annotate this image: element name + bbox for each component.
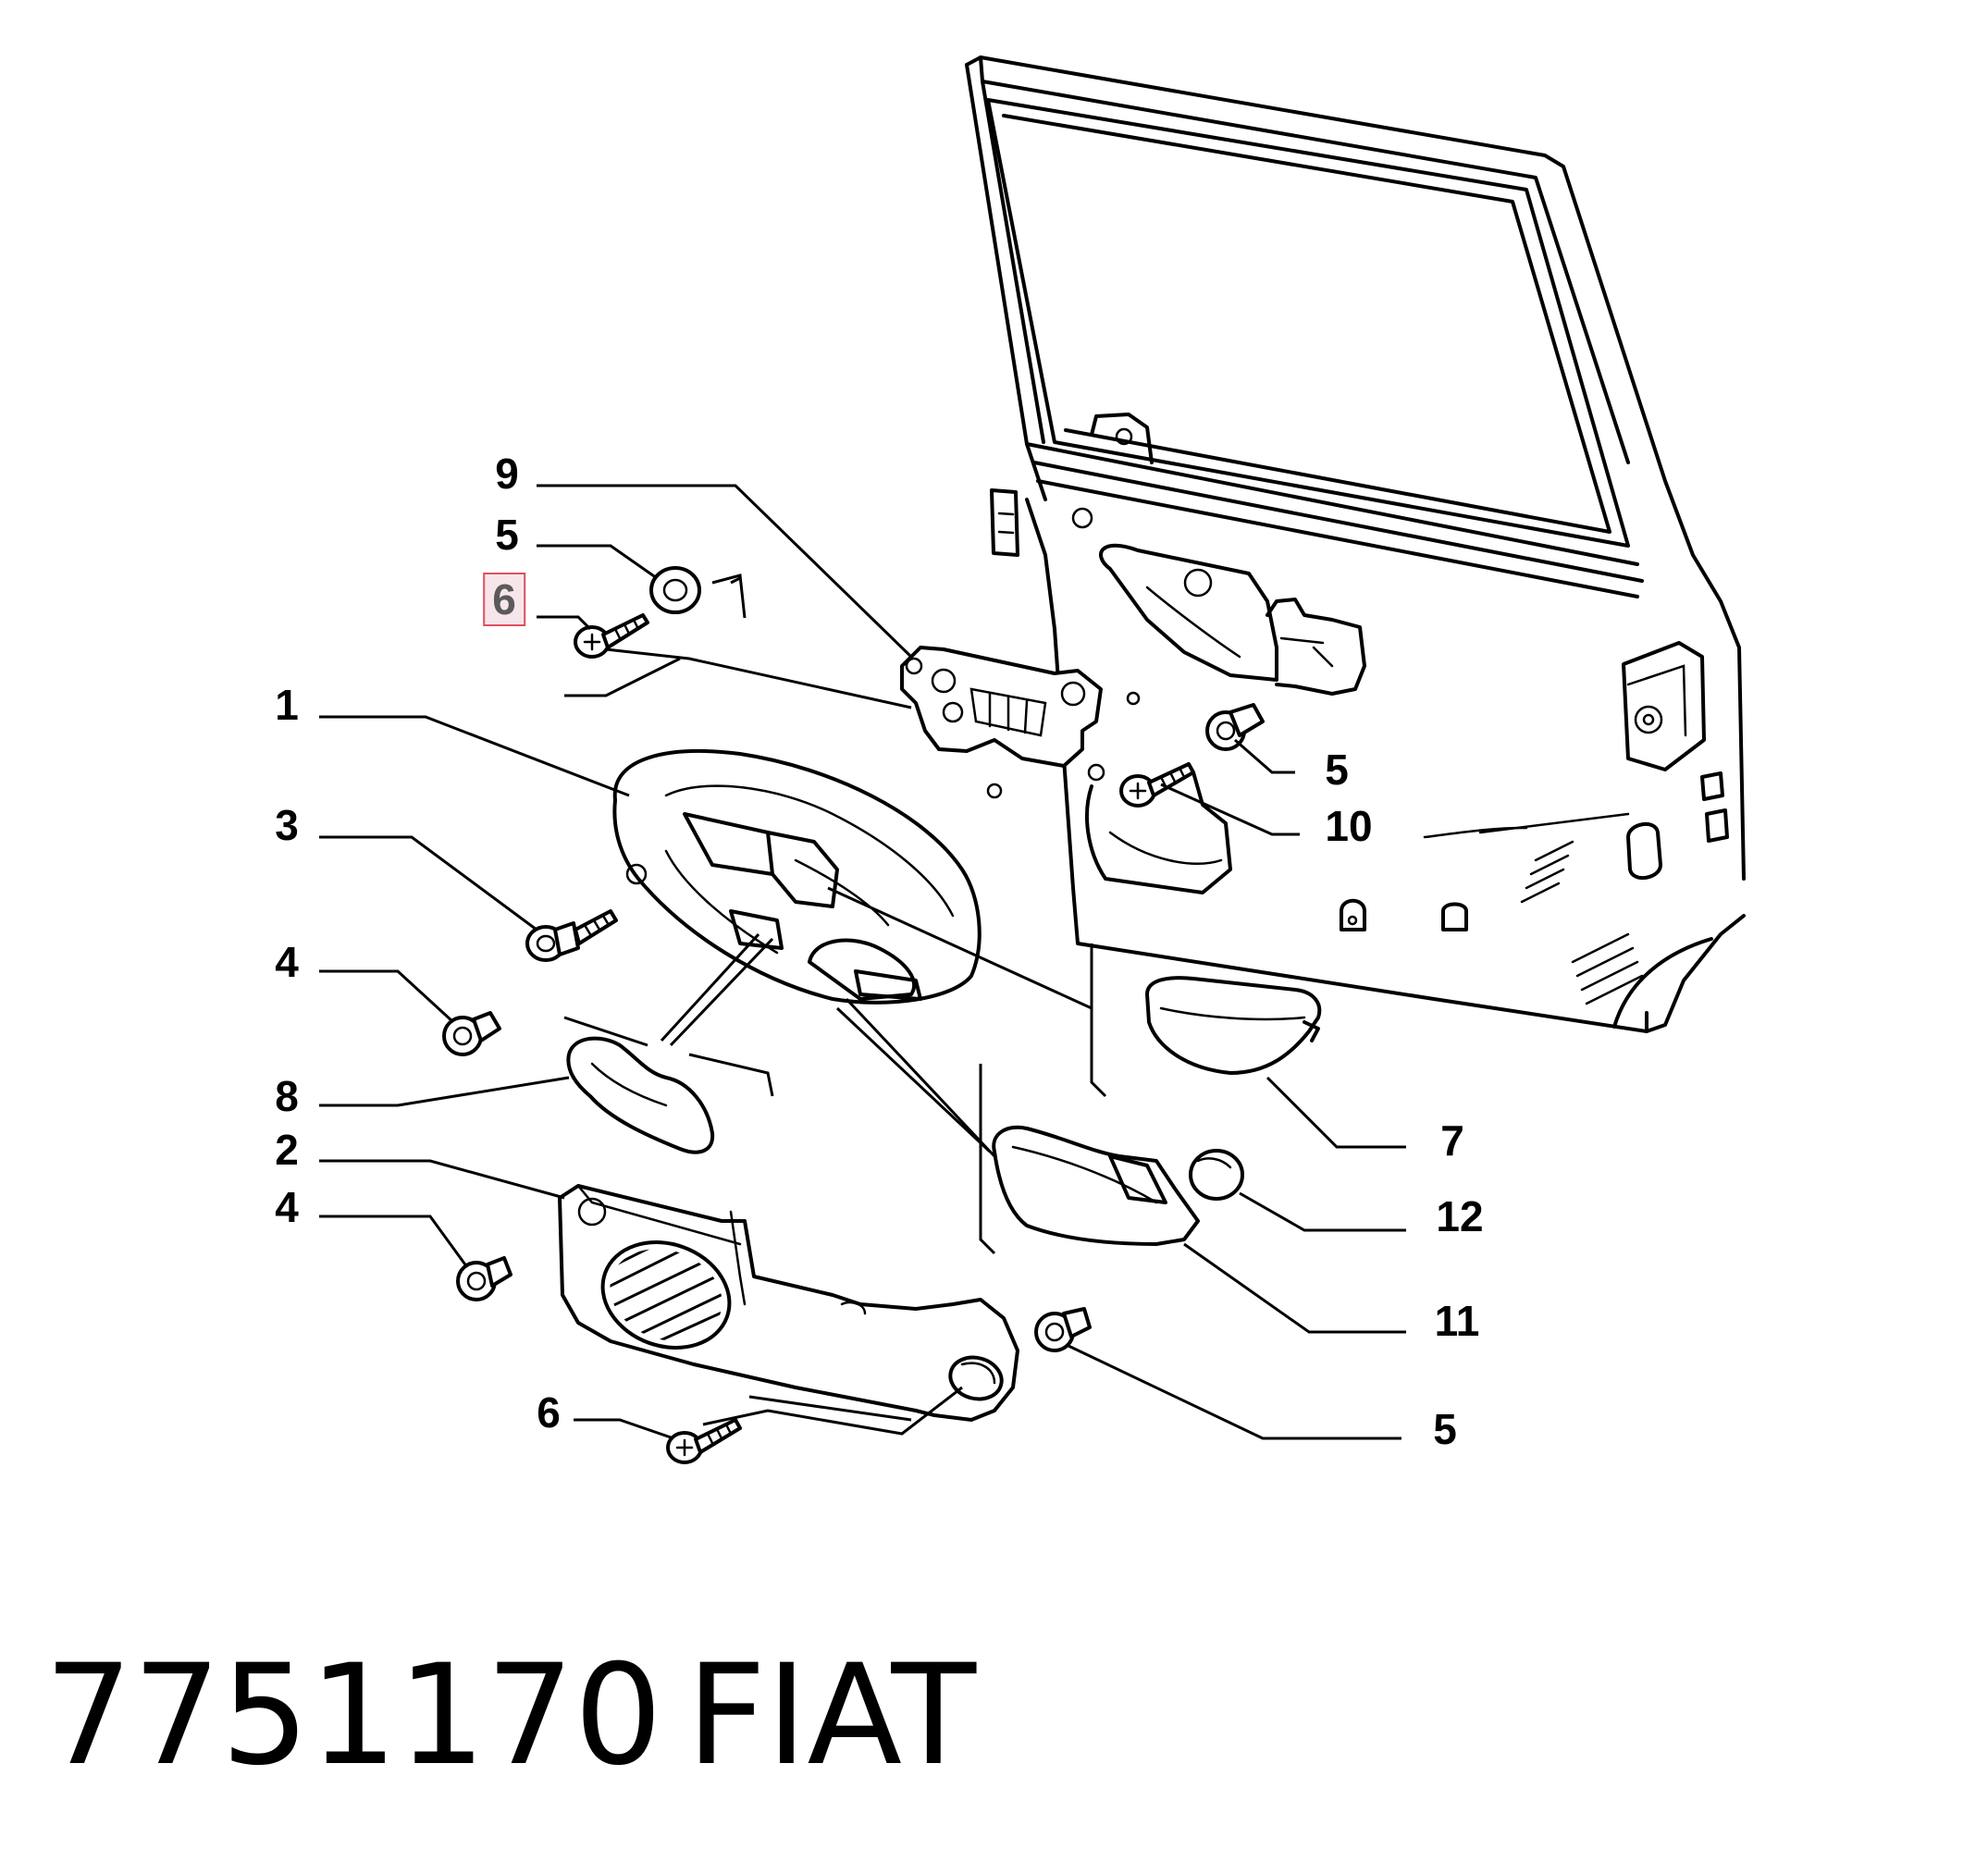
part-number: 7751170 (44, 1635, 663, 1796)
clip-part-5-mid (1205, 703, 1265, 751)
brand-name: FIAT (686, 1635, 977, 1796)
callout-2: 2 (275, 1126, 299, 1174)
washer-part-5-top (649, 566, 701, 614)
clip-part-4-lower (456, 1256, 512, 1301)
callout-5-top: 5 (495, 511, 519, 559)
screw-part-6-bottom (666, 1418, 742, 1464)
leader-lines (319, 484, 1406, 1440)
clip-part-4-upper (442, 1011, 501, 1056)
speaker-panel-part-2 (558, 1184, 1019, 1422)
callout-1: 1 (275, 681, 299, 729)
plug-part-12 (1189, 1149, 1244, 1201)
armrest-base-part-1 (612, 749, 982, 1005)
callout-7: 7 (1440, 1116, 1464, 1165)
screw-part-6-top (574, 613, 649, 659)
callout-11: 11 (1434, 1297, 1480, 1345)
pull-handle-part-7 (1145, 976, 1322, 1075)
screw-part-3 (525, 909, 618, 962)
callout-5-mid: 5 (1325, 746, 1349, 794)
callout-4-lower: 4 (275, 1183, 299, 1231)
bracket-part-9 (900, 646, 1103, 768)
callout-6-highlighted: 6 (483, 573, 525, 626)
callout-8: 8 (275, 1072, 299, 1120)
callout-10: 10 (1325, 802, 1373, 850)
screw-part-10 (1119, 762, 1195, 808)
callout-9: 9 (495, 450, 519, 498)
handle-insert-part-8 (566, 1036, 715, 1154)
callout-6-bottom: 6 (537, 1388, 561, 1437)
callout-12: 12 (1436, 1192, 1484, 1240)
callout-3: 3 (275, 801, 299, 849)
handle-bezel-part-11 (992, 1125, 1200, 1246)
door-shell (965, 55, 1746, 1033)
callout-4-upper: 4 (275, 938, 299, 986)
clip-part-5-bottom (1034, 1307, 1092, 1352)
callout-5-bottom: 5 (1433, 1405, 1457, 1453)
